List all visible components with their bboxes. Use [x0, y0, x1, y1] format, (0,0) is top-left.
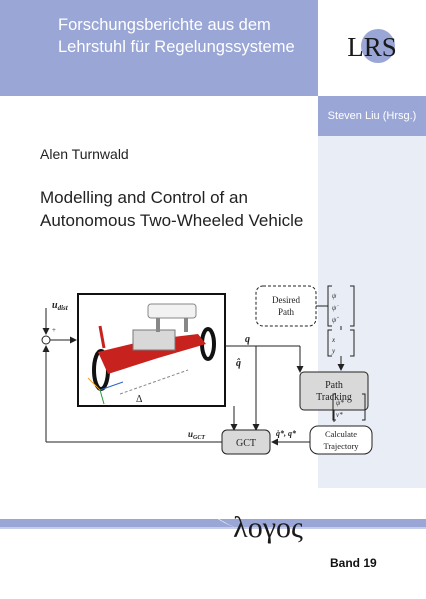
- control-diagram: + udist Δ q q̂: [38, 282, 378, 457]
- calculate-trajectory-block: [309, 425, 373, 455]
- desired-path-line1: Desired: [272, 295, 300, 305]
- author-name: Alen Turnwald: [40, 146, 129, 162]
- volume-label: Band 19: [330, 556, 377, 570]
- vector-bottom-0: ψ̇*: [336, 399, 344, 407]
- calculate-trajectory-line2: Trajectory: [323, 441, 359, 451]
- vector-mid-1: y: [331, 347, 336, 355]
- gct-label: GCT: [236, 438, 256, 449]
- publisher-band: λογος: [0, 509, 426, 544]
- vehicle-illustration: [87, 303, 216, 405]
- delta-label: Δ: [136, 394, 143, 405]
- path-tracking-line1: Path: [325, 380, 343, 391]
- q-label: q: [245, 334, 250, 345]
- series-title-line1: Forschungsberichte aus dem: [58, 16, 271, 34]
- logos-logo: λογος: [233, 511, 303, 544]
- vector-bottom-text: ψ̇* v*: [336, 399, 344, 419]
- path-tracking-line2: Tracking: [316, 392, 352, 403]
- book-title-line1: Modelling and Control of an: [40, 188, 248, 207]
- summing-junction: [41, 335, 51, 345]
- desired-path-block: [255, 285, 317, 327]
- vector-bottom-1: v*: [336, 411, 343, 419]
- vector-top-0: ψ: [332, 292, 337, 300]
- q-hat-label: q̂: [236, 358, 241, 369]
- lrs-logo-text: LRS: [347, 32, 397, 62]
- vector-top-2: ψ̈: [332, 316, 339, 324]
- vector-bottom: [332, 393, 366, 421]
- vector-top-1: ψ̇: [332, 304, 338, 312]
- book-title: Modelling and Control of an Autonomous T…: [40, 186, 320, 232]
- series-band: [0, 0, 318, 96]
- u-gct-label: uGCT: [188, 429, 205, 441]
- desired-path-line2: Path: [278, 307, 295, 317]
- lrs-logo: LRS: [318, 0, 426, 96]
- calculate-trajectory-line1: Calculate: [325, 429, 357, 439]
- series-title: Forschungsberichte aus dem Lehrstuhl für…: [58, 14, 308, 58]
- vector-mid-0: x: [331, 336, 336, 344]
- q-star-label: q̇*, q*: [276, 429, 297, 438]
- series-title-line2: Lehrstuhl für Regelungssysteme: [58, 38, 295, 56]
- book-title-line2: Autonomous Two-Wheeled Vehicle: [40, 211, 304, 230]
- u-dist-label: udist: [52, 300, 69, 312]
- plus-sign: +: [52, 326, 56, 334]
- editor-name: Steven Liu (Hrsg.): [327, 110, 417, 122]
- editor-band: Steven Liu (Hrsg.): [318, 96, 426, 136]
